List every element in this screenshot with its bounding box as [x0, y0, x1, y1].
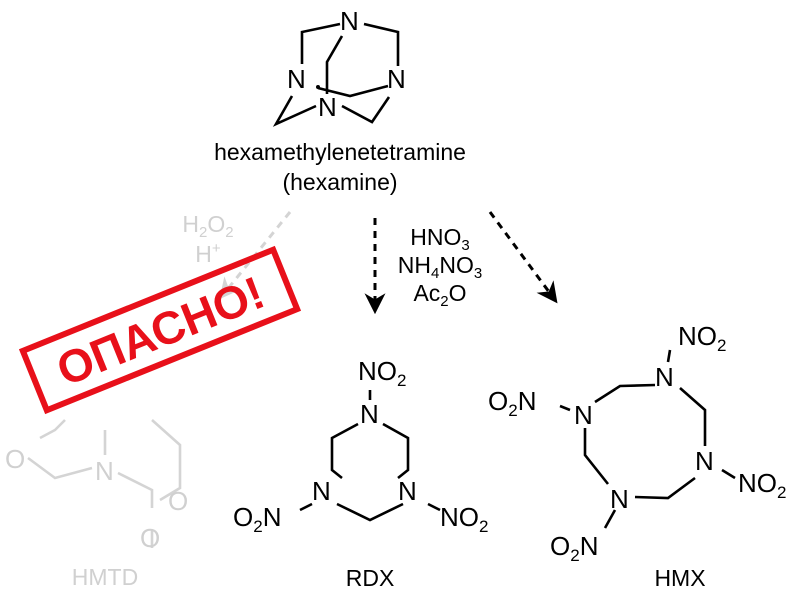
- hmtd-structure: N O O O: [5, 419, 188, 553]
- svg-text:N: N: [398, 476, 417, 506]
- hmtd-label: HMTD: [72, 564, 138, 590]
- svg-text:N: N: [95, 456, 114, 486]
- hexamine-alt-name: (hexamine): [282, 169, 397, 195]
- hexamine-n-bottom: N: [318, 92, 337, 122]
- svg-text:O: O: [168, 486, 188, 516]
- svg-text:NO2: NO2: [358, 356, 406, 390]
- reagent-nh4no3: NH4NO3: [398, 252, 482, 282]
- svg-text:O2N: O2N: [488, 386, 536, 420]
- hexamine-name: hexamethylenetetramine: [214, 139, 466, 165]
- reagent-h-plus: H+: [195, 240, 221, 267]
- reagent-ac2o: Ac2O: [413, 280, 466, 310]
- svg-text:NO2: NO2: [738, 468, 786, 502]
- hexamine-n-left: N: [287, 64, 306, 94]
- svg-text:N: N: [312, 476, 331, 506]
- hmx-label: HMX: [654, 565, 705, 591]
- hexamine-n-top: N: [340, 6, 359, 36]
- rdx-structure: NO2 N N N O2N NO2: [233, 356, 488, 536]
- reagent-hno3: HNO3: [410, 224, 469, 254]
- reagent-h2o2: H2O2: [182, 211, 233, 241]
- svg-text:O: O: [5, 444, 25, 474]
- svg-text:N: N: [574, 400, 593, 430]
- svg-text:N: N: [695, 446, 714, 476]
- svg-text:N: N: [610, 484, 629, 514]
- svg-text:N: N: [655, 362, 674, 392]
- svg-text:NO2: NO2: [678, 321, 726, 355]
- svg-text:O2N: O2N: [550, 531, 598, 565]
- svg-text:NO2: NO2: [440, 502, 488, 536]
- svg-text:O: O: [140, 523, 160, 553]
- svg-text:N: N: [360, 399, 379, 429]
- danger-stamp: ОПАСНО!: [18, 245, 302, 415]
- rdx-label: RDX: [346, 565, 395, 591]
- svg-text:O2N: O2N: [233, 502, 281, 536]
- arrow-to-hmx: [488, 211, 558, 304]
- hmx-structure: NO2 N N N N O2N NO2 O2N: [488, 321, 786, 565]
- hexamine-structure: N N N N: [272, 6, 406, 127]
- hexamine-n-right: N: [387, 64, 406, 94]
